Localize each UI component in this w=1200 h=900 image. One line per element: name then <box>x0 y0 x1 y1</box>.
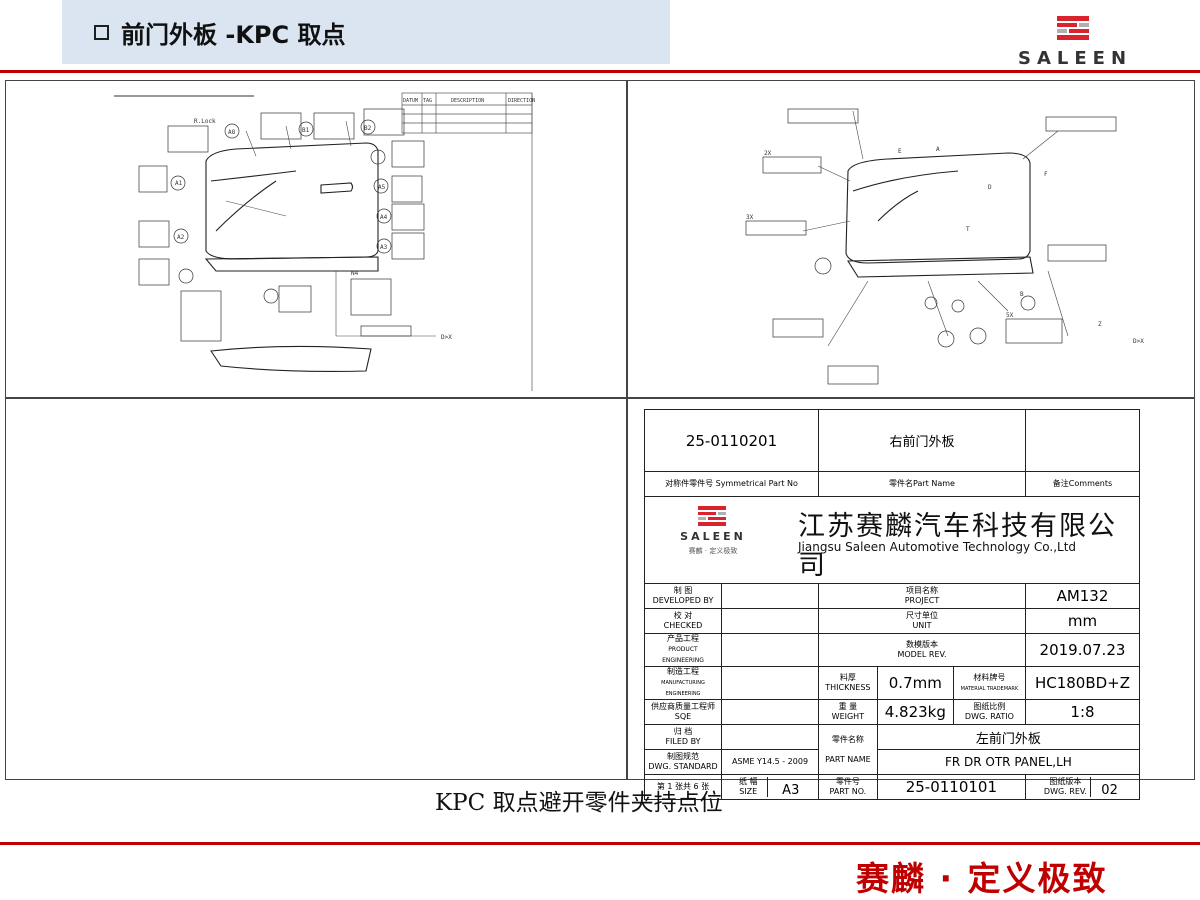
label-5x: 5X <box>1006 312 1014 319</box>
mfg-eng-value <box>721 666 819 700</box>
note-d-x-right: D>X <box>1133 338 1144 345</box>
header-divider <box>0 70 1200 73</box>
comments-value <box>1024 409 1141 472</box>
company-info: SALEEN 赛麟 · 定义极致 江苏赛麟汽车科技有限公司 Jiangsu Sa… <box>652 496 1132 581</box>
part-name-cn: 左前门外板 <box>876 724 1141 750</box>
weight-value: 4.823kg <box>876 699 954 725</box>
callout-n4: N4 <box>351 270 359 277</box>
ratio-value: 1:8 <box>1024 699 1141 725</box>
drawing-panel-left: DATUM TAG DESCRIPTION DIRECTION <box>5 80 627 398</box>
label-d: D <box>988 184 992 191</box>
note-d-x-left: D>X <box>441 334 452 341</box>
dwg-standard-value: ASME Y14.5 - 2009 <box>721 749 819 775</box>
project-value: AM132 <box>1024 583 1141 609</box>
logo-wordmark: SALEEN <box>1017 48 1133 69</box>
sheet-label: 第 1 张共 6 张 <box>644 774 722 800</box>
title-bar: 前门外板 -KPC 取点 <box>62 0 670 64</box>
door-outline-left <box>204 142 379 372</box>
part-no-value: 25-0110101 <box>876 774 1026 800</box>
unit-value: mm <box>1024 608 1141 634</box>
company-name-cn: 江苏赛麟汽车科技有限公司 <box>798 511 1117 581</box>
label-t: T <box>966 226 970 233</box>
label-a: A <box>936 146 940 153</box>
company-logo-sub: 赛麟 · 定义极致 <box>688 547 738 555</box>
drawing-panel-right: 2X 3X 5X A B D E F T Z D>X <box>627 80 1195 398</box>
developed-by-value <box>721 583 819 609</box>
table-header-direction: DIRECTION <box>508 98 535 104</box>
saleen-logo: SALEEN <box>985 14 1165 69</box>
caption: KPC 取点避开零件夹持点位 <box>435 790 723 816</box>
footer-slogan: 赛麟 · 定义极致 <box>856 859 1108 898</box>
callout-a2: A2 <box>177 234 185 241</box>
blank-panel <box>5 398 627 780</box>
symmetrical-part-no: 25-0110201 <box>644 409 819 472</box>
door-outline-right <box>845 152 1034 278</box>
company-block <box>644 496 1140 584</box>
callout-a3: A3 <box>380 244 388 251</box>
part-name-en: FR DR OTR PANEL,LH <box>876 749 1141 775</box>
checkbox-bullet-icon <box>94 24 109 40</box>
label-z: Z <box>1098 321 1102 328</box>
label-b: B <box>1020 291 1024 298</box>
sqe-value <box>721 699 819 725</box>
symmetrical-part-name: 右前门外板 <box>818 409 1026 472</box>
company-logo-text: SALEEN <box>680 530 746 543</box>
dwg-rev-value: 02 <box>1101 782 1118 798</box>
product-eng-value <box>721 633 819 667</box>
size-value: A3 <box>782 783 800 798</box>
callout-a1: A1 <box>175 180 183 187</box>
door-drawing-right: 2X 3X 5X A B D E F T Z D>X <box>745 108 1144 385</box>
checked-value <box>721 608 819 634</box>
title-block: 25-0110201 右前门外板 对称件零件号 Symmetrical Part… <box>644 409 1141 800</box>
company-name-en: Jiangsu Saleen Automotive Technology Co.… <box>798 540 1077 554</box>
table-header-description: DESCRIPTION <box>451 98 484 104</box>
material-value: HC180BD+Z <box>1024 666 1141 700</box>
label-2x: 2X <box>764 150 772 157</box>
callout-b2: B2 <box>364 125 372 132</box>
callout-r-lock: R.Lock <box>194 118 216 125</box>
table-header-datum: DATUM <box>403 98 418 104</box>
label-e: E <box>898 148 902 155</box>
part-name-header-label: 零件名Part Name <box>818 471 1026 497</box>
symmetrical-no-label: 对称件零件号 Symmetrical Part No <box>644 471 819 497</box>
model-rev-value: 2019.07.23 <box>1024 633 1141 667</box>
callout-a4: A4 <box>380 214 388 221</box>
page-title: 前门外板 -KPC 取点 <box>121 20 346 49</box>
label-3x: 3X <box>746 214 754 221</box>
thickness-value: 0.7mm <box>876 666 954 700</box>
callout-a5: A5 <box>378 184 386 191</box>
company-logo-icon <box>698 506 726 526</box>
filed-by-value <box>721 724 819 750</box>
door-drawing-left: DATUM TAG DESCRIPTION DIRECTION <box>114 92 535 391</box>
comments-label: 备注Comments <box>1024 471 1141 497</box>
callout-a8: A8 <box>228 129 236 136</box>
datum-table <box>401 92 533 391</box>
callout-b1: B1 <box>302 127 310 134</box>
label-f: F <box>1044 171 1048 178</box>
saleen-flag-icon <box>1057 16 1089 40</box>
table-header-tag: TAG <box>423 98 432 104</box>
footer-divider <box>0 842 1200 845</box>
